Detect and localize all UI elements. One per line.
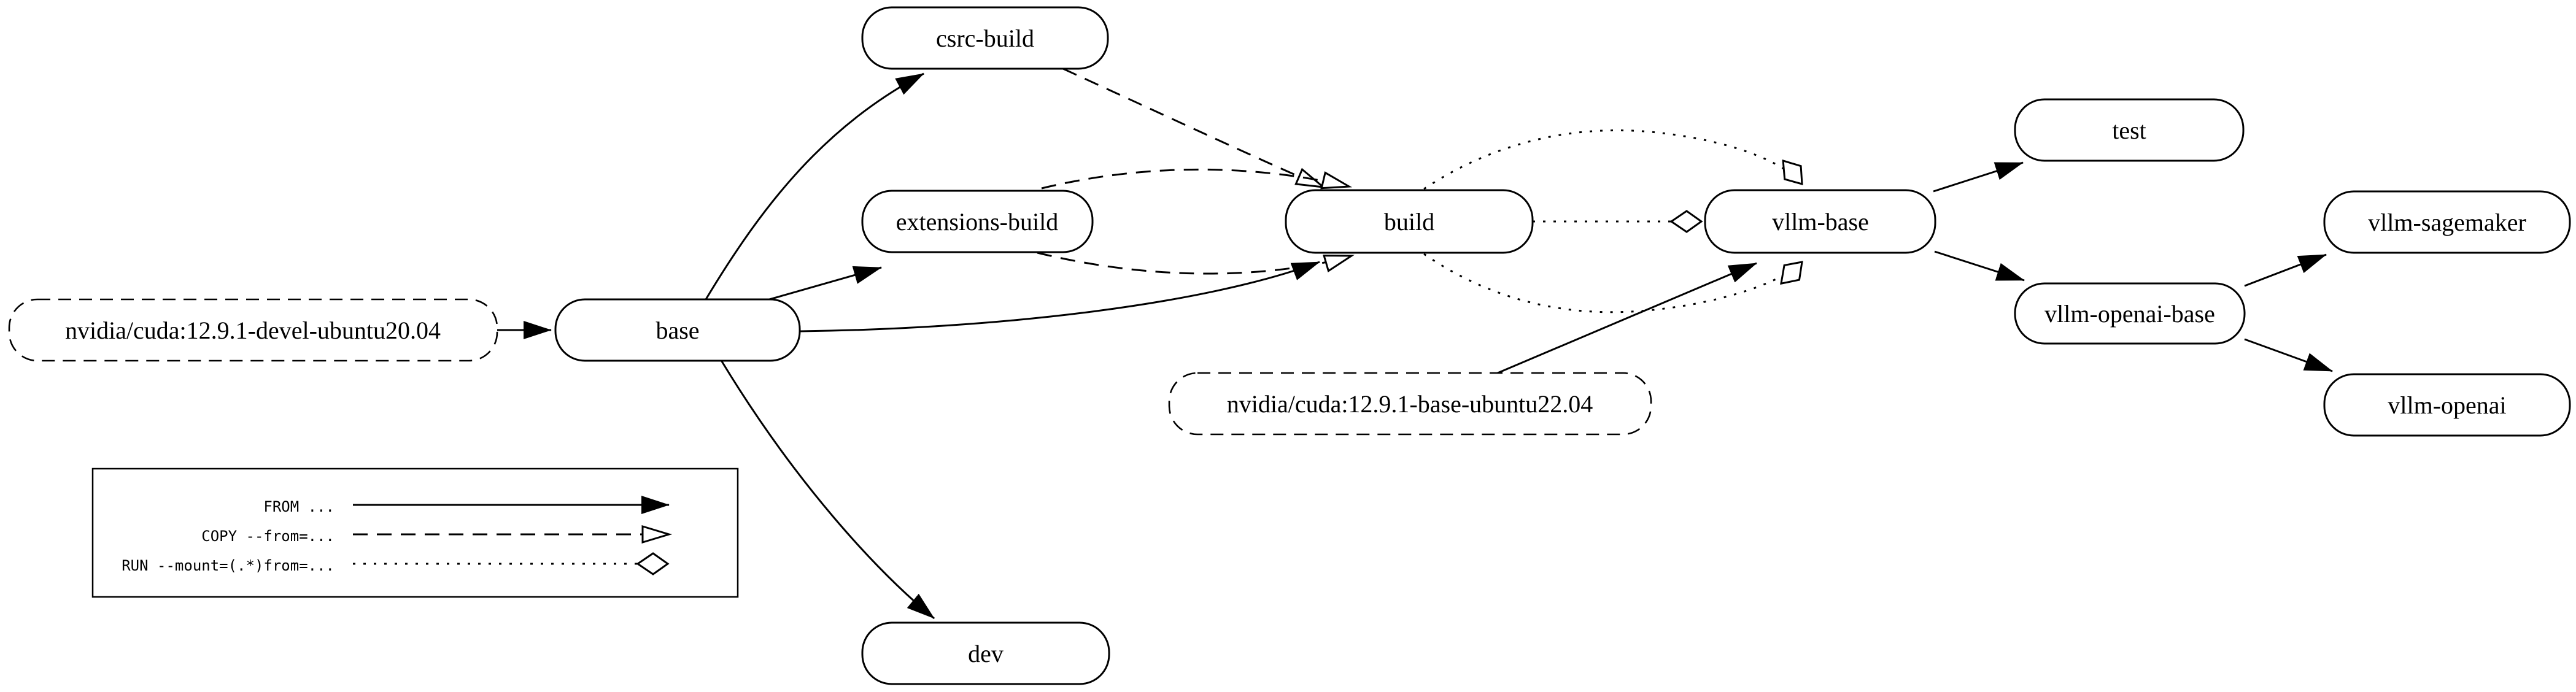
edge-nvidia-cuda-base-to-vllm-base — [1497, 262, 1757, 374]
node-base-label: base — [656, 317, 699, 344]
node-test-box — [2014, 98, 2245, 162]
edge-vllm-base-to-vllm-openai-base — [1934, 250, 2025, 282]
legend: FROM ... COPY --from=... RUN --mount=(.*… — [91, 467, 739, 598]
node-nvidia-cuda-base-label: nvidia/cuda:12.9.1-base-ubuntu22.04 — [1227, 390, 1593, 418]
node-nvidia-cuda-devel-box — [8, 298, 498, 362]
node-csrc-build-label: csrc-build — [936, 25, 1034, 52]
node-csrc-build-box — [861, 6, 1109, 70]
node-nvidia-cuda-devel-label: nvidia/cuda:12.9.1-devel-ubuntu20.04 — [65, 317, 441, 344]
legend-run-mount-label: RUN --mount=(.*)from=... — [122, 557, 335, 574]
node-test-label: test — [2112, 117, 2146, 144]
node-base-box — [554, 298, 801, 362]
node-extensions-build-box — [861, 190, 1094, 253]
node-vllm-openai: vllm-openai — [2323, 373, 2571, 437]
edge-extensions-build-to-build-upper — [1041, 168, 1353, 190]
node-vllm-sagemaker-label: vllm-sagemaker — [2368, 209, 2526, 236]
legend-box — [91, 467, 739, 598]
edge-base-to-dev — [721, 361, 935, 620]
node-vllm-base-label: vllm-base — [1772, 208, 1869, 236]
node-build-label: build — [1384, 208, 1434, 236]
edge-base-to-csrc-build — [705, 72, 924, 300]
legend-item-run-mount: RUN --mount=(.*)from=... — [122, 557, 668, 574]
edge-csrc-build-to-build — [1062, 67, 1326, 189]
node-build: build — [1285, 189, 1534, 254]
node-csrc-build: csrc-build — [861, 6, 1109, 70]
node-extensions-build: extensions-build — [861, 190, 1094, 253]
edge-build-to-vllm-base-lower-arc — [1423, 253, 1802, 313]
legend-item-from: FROM ... — [263, 496, 670, 515]
node-vllm-base-box — [1704, 189, 1936, 254]
node-vllm-openai-box — [2323, 373, 2571, 437]
node-extensions-build-label: extensions-build — [896, 208, 1058, 236]
node-vllm-sagemaker-box — [2323, 190, 2571, 254]
nodes: nvidia/cuda:12.9.1-devel-ubuntu20.04 bas… — [8, 6, 2571, 685]
node-vllm-base: vllm-base — [1704, 189, 1936, 254]
node-nvidia-cuda-devel: nvidia/cuda:12.9.1-devel-ubuntu20.04 — [8, 298, 498, 362]
node-build-box — [1285, 189, 1534, 254]
edge-extensions-build-to-build-lower — [1037, 252, 1355, 275]
edge-base-to-extensions-build — [767, 266, 882, 301]
edge-build-to-vllm-base-upper-arc — [1423, 129, 1802, 190]
node-nvidia-cuda-base: nvidia/cuda:12.9.1-base-ubuntu22.04 — [1168, 372, 1652, 436]
legend-from-label: FROM ... — [263, 498, 335, 515]
edge-base-to-build — [799, 261, 1320, 333]
edge-vllm-base-to-test — [1933, 161, 2024, 193]
legend-item-copy: COPY --from=... — [201, 525, 673, 545]
node-vllm-openai-base: vllm-openai-base — [2014, 282, 2246, 345]
node-dev: dev — [861, 621, 1110, 685]
edge-vllm-openai-base-to-vllm-sagemaker — [2244, 253, 2327, 287]
node-base: base — [554, 298, 801, 362]
node-vllm-sagemaker: vllm-sagemaker — [2323, 190, 2571, 254]
node-vllm-openai-base-box — [2014, 282, 2246, 345]
node-test: test — [2014, 98, 2245, 162]
node-nvidia-cuda-base-box — [1168, 372, 1652, 436]
legend-copy-label: COPY --from=... — [201, 528, 335, 545]
node-vllm-openai-label: vllm-openai — [2388, 391, 2506, 419]
edge-vllm-openai-base-to-vllm-openai — [2244, 338, 2333, 372]
edges — [497, 67, 2333, 620]
node-vllm-openai-base-label: vllm-openai-base — [2044, 300, 2215, 328]
node-dev-label: dev — [968, 640, 1004, 667]
node-dev-box — [861, 621, 1110, 685]
